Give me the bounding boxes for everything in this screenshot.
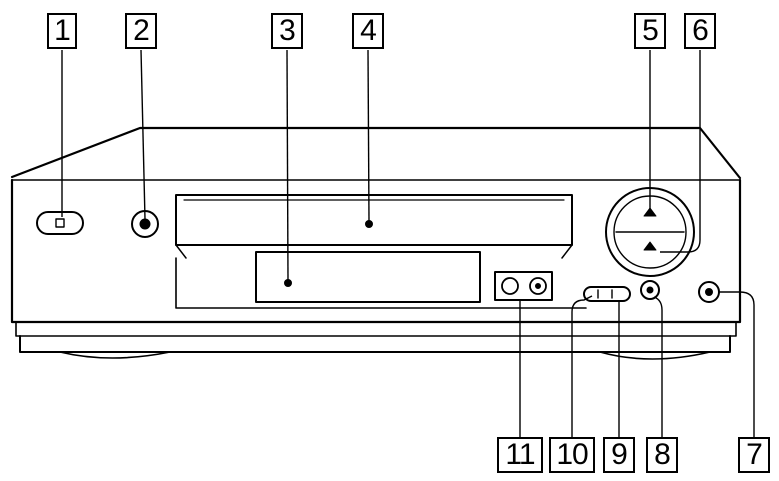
input-jack-right — [529, 277, 547, 295]
vcr-foot-right — [599, 351, 711, 360]
dial-down-arrow — [643, 241, 657, 251]
cassette-flap-left — [175, 244, 187, 259]
display-window — [255, 251, 481, 303]
callout-9: 9 — [603, 437, 635, 473]
leader-6 — [660, 50, 701, 253]
leader-10 — [571, 295, 593, 437]
eject-button-inner — [139, 218, 151, 230]
callout-10: 10 — [549, 437, 595, 473]
vcr-front-face — [10, 178, 742, 324]
jack-8 — [640, 280, 660, 300]
leader-7 — [719, 291, 755, 437]
leader-8 — [653, 296, 663, 437]
callout-7: 7 — [738, 437, 770, 473]
leader-4 — [367, 49, 370, 222]
callout-11: 11 — [497, 437, 543, 473]
vcr-top-surface — [10, 126, 742, 180]
input-jack-panel — [494, 271, 553, 301]
vcr-base — [19, 335, 731, 353]
dial-up-arrow — [643, 207, 657, 217]
callout-4: 4 — [352, 13, 384, 49]
front-ridge — [175, 257, 587, 309]
power-button — [36, 211, 84, 235]
leader-3 — [286, 49, 289, 281]
slide-switch — [583, 286, 631, 302]
leader-2 — [140, 49, 146, 220]
callout-1: 1 — [47, 13, 77, 49]
vcr-front-lower-edge — [15, 321, 737, 337]
display-window-marker — [284, 279, 292, 287]
vcr-foot-left — [59, 351, 171, 359]
callout-5: 5 — [634, 13, 666, 49]
callout-6: 6 — [684, 13, 716, 49]
cassette-flap-right — [561, 244, 573, 259]
callout-8: 8 — [646, 437, 678, 473]
power-indicator — [55, 218, 65, 228]
input-jack-left — [501, 277, 519, 295]
callout-3: 3 — [271, 13, 303, 49]
callout-2: 2 — [125, 13, 157, 49]
cassette-slot — [175, 194, 573, 246]
cassette-slot-marker — [365, 220, 373, 228]
